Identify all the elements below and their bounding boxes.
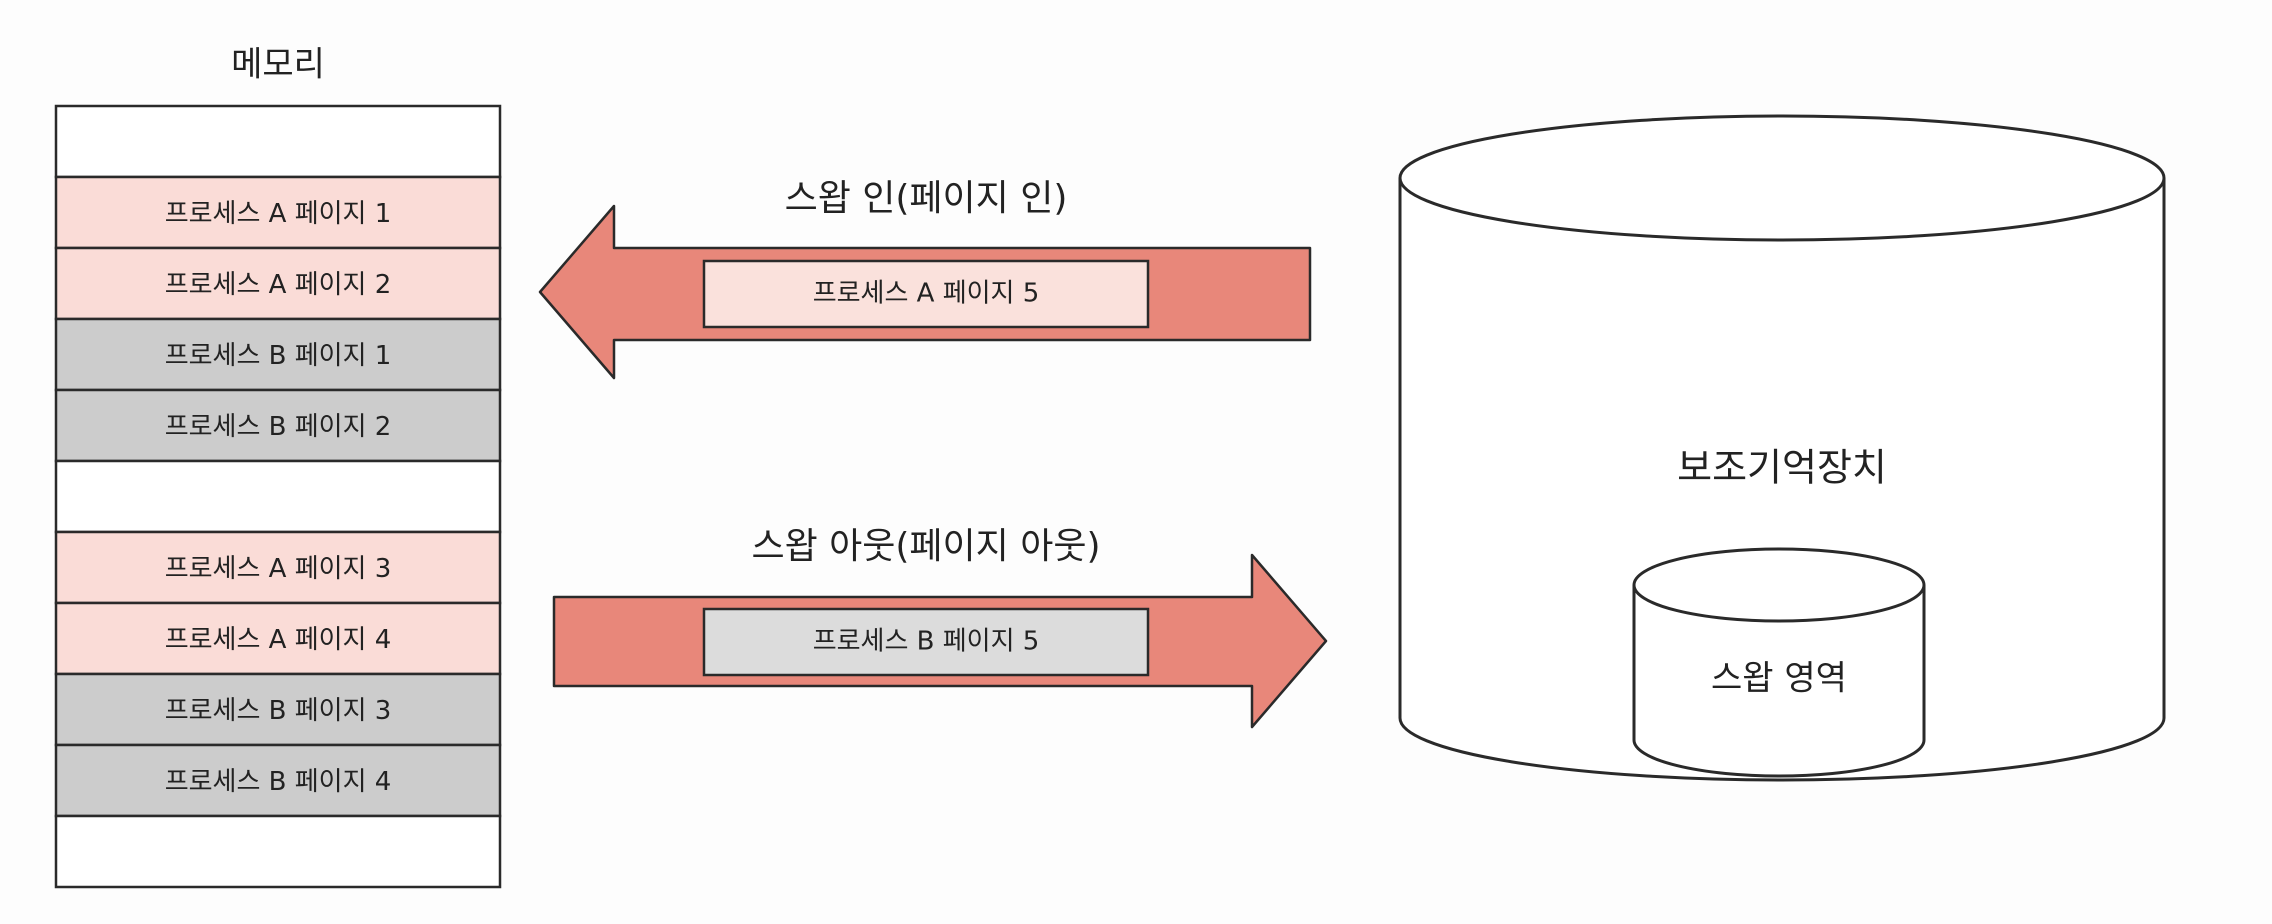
storage-body (1398, 178, 2166, 782)
secondary-storage-cylinder (1398, 114, 2166, 782)
swap-out-page-box (702, 607, 1150, 677)
memory-slot-label: 프로세스 B 페이지 2 (165, 412, 392, 442)
memory-slot (54, 388, 502, 463)
memory-slot (54, 459, 502, 534)
memory-slot-label: 프로세스 B 페이지 3 (165, 696, 392, 726)
memory-slot (54, 246, 502, 321)
memory-slot-label: 프로세스 A 페이지 3 (165, 554, 392, 584)
swap-area-label: 스왑 영역 (1711, 659, 1847, 699)
swap-in-page-label: 프로세스 A 페이지 5 (813, 279, 1040, 309)
memory-slot-label: 프로세스 A 페이지 2 (165, 270, 392, 300)
swap-out-page-label: 프로세스 B 페이지 5 (813, 627, 1040, 657)
swap-out-title: 스왑 아웃(페이지 아웃) (751, 526, 1100, 567)
memory-column: 프로세스 A 페이지 1 프로세스 A 페이지 2 프로세스 B 페이지 1 프로세스… (54, 104, 502, 889)
memory-slot-label: 프로세스 A 페이지 1 (165, 199, 392, 229)
memory-slot-label: 프로세스 B 페이지 4 (165, 767, 392, 797)
memory-slot (54, 175, 502, 250)
swap-area-body (1632, 585, 1926, 778)
memory-slot (54, 601, 502, 676)
memory-slot-label: 프로세스 A 페이지 4 (165, 625, 392, 655)
swap-area-cylinder (1632, 547, 1926, 778)
swap-out-arrow: 프로세스 B 페이지 5 (552, 553, 1328, 729)
storage-top (1398, 114, 2166, 242)
storage-title: 보조기억장치 (1677, 446, 1887, 490)
memory-slot (54, 317, 502, 392)
swap-area-top (1632, 547, 1926, 623)
memory-slot (54, 743, 502, 818)
memory-title: 메모리 (231, 45, 325, 85)
swap-in-title: 스왑 인(페이지 인) (785, 178, 1068, 219)
memory-slot (54, 814, 502, 889)
swap-in-arrow: 프로세스 A 페이지 5 (538, 204, 1312, 380)
memory-slot-label: 프로세스 B 페이지 1 (165, 341, 392, 371)
memory-slot (54, 104, 502, 179)
swap-in-page-box (702, 259, 1150, 329)
